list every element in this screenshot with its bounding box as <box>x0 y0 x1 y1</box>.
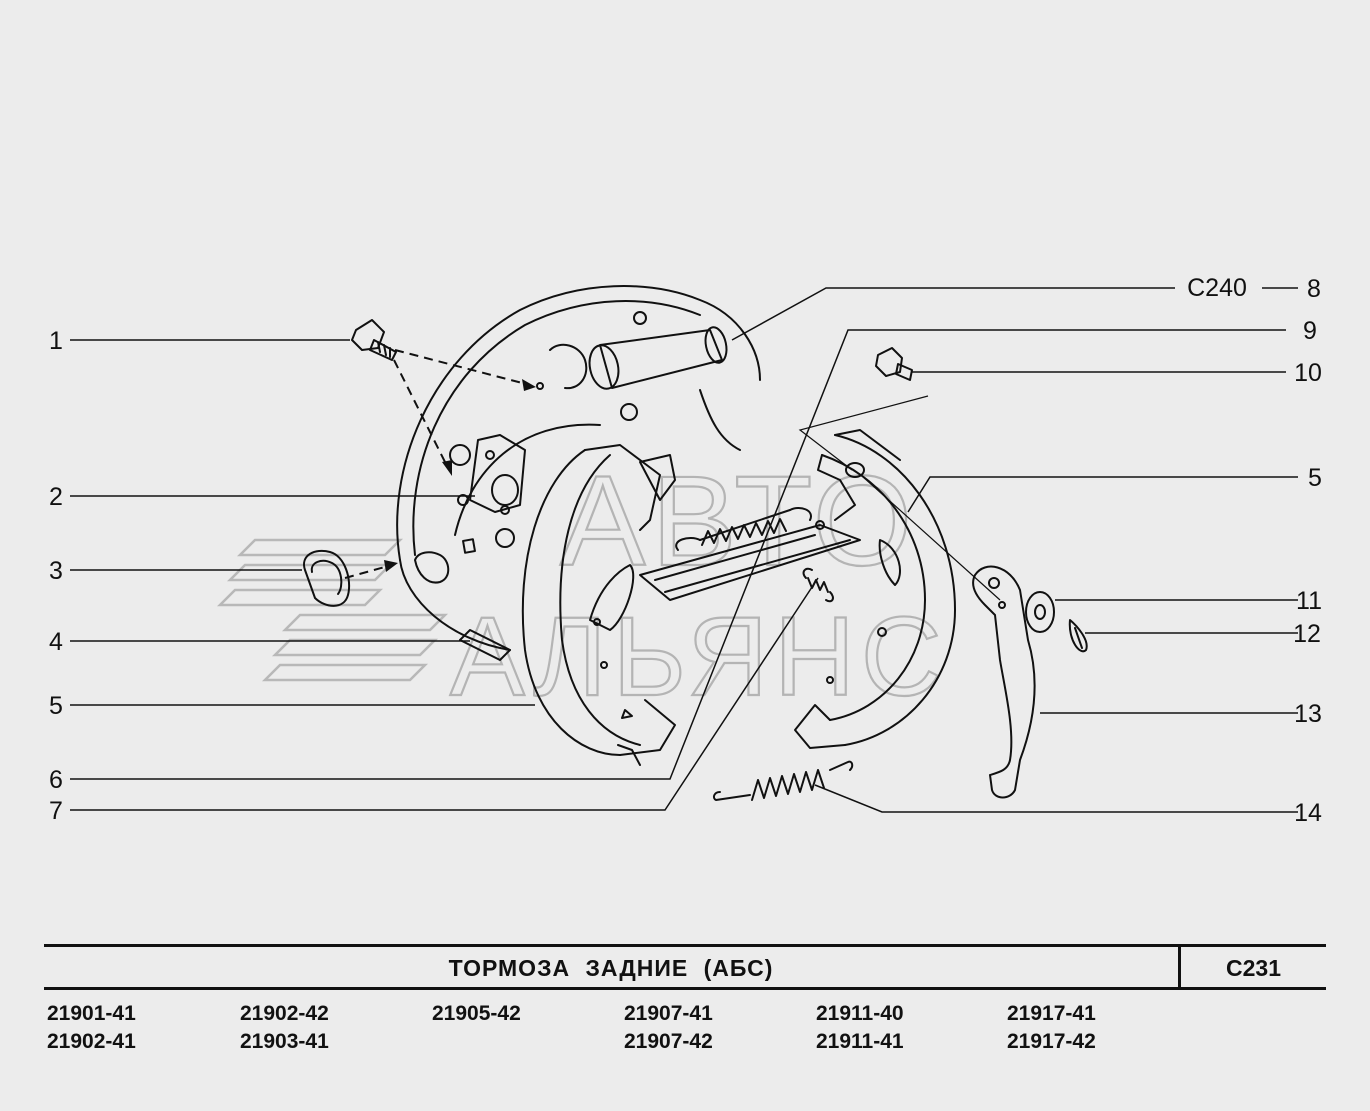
watermark-line1: АВТО <box>560 450 918 593</box>
small-spring <box>802 567 834 603</box>
watermark-emblem <box>216 538 449 682</box>
spacer-bar <box>639 520 861 601</box>
model-column: 21901-41 21902-41 <box>47 1000 227 1056</box>
callout-10: 10 <box>1294 359 1322 387</box>
lower-spring <box>712 760 854 801</box>
model-column: 21902-42 21903-41 <box>240 1000 420 1056</box>
arrow-head-3 <box>384 560 398 572</box>
model-column: 21905-42 <box>432 1000 612 1028</box>
sheet-code: С231 <box>1226 955 1281 981</box>
model-code: 21911-41 <box>816 1030 904 1053</box>
model-code: 21902-42 <box>240 1002 329 1025</box>
brake-shoe-left <box>521 444 676 766</box>
callouts-right: С240 8 9 10 5 11 12 13 14 <box>1187 274 1322 827</box>
model-code: 21902-41 <box>47 1030 136 1053</box>
model-list: 21901-41 21902-41 21902-42 21903-41 2190… <box>47 1000 1327 1060</box>
callout-8-ref: С240 <box>1187 274 1247 302</box>
model-code: 21911-40 <box>816 1002 904 1025</box>
title-divider <box>1178 947 1181 987</box>
brake-shoe-right <box>794 429 956 749</box>
cotter-pin <box>1068 619 1088 653</box>
bolt <box>351 319 397 361</box>
callout-1: 1 <box>49 327 63 355</box>
model-code: 21907-41 <box>624 1002 713 1025</box>
model-code: 21907-42 <box>624 1030 713 1053</box>
model-code: 21903-41 <box>240 1030 329 1053</box>
wheel-cylinder <box>536 311 728 421</box>
title-block: ТОРМОЗА ЗАДНИЕ (АБС) С231 <box>44 944 1326 990</box>
callout-11: 11 <box>1296 587 1322 615</box>
callout-9: 9 <box>1303 317 1317 345</box>
callout-7: 7 <box>49 797 63 825</box>
model-code: 21901-41 <box>47 1002 136 1025</box>
callout-12: 12 <box>1293 620 1321 648</box>
model-column: 21911-40 21911-41 <box>816 1000 996 1056</box>
callout-5-right: 5 <box>1308 464 1322 492</box>
watermark-line2: АЛЬЯНС <box>450 594 948 719</box>
arrow-head-1 <box>522 379 536 391</box>
callout-3: 3 <box>49 557 63 585</box>
model-column: 21907-41 21907-42 <box>624 1000 804 1056</box>
parking-lever <box>972 565 1036 799</box>
callout-14: 14 <box>1294 799 1322 827</box>
leader-lines <box>70 287 1298 813</box>
model-code: 21905-42 <box>432 1002 521 1025</box>
inspection-plug <box>303 550 350 607</box>
callouts-left: 1 2 3 4 5 6 7 <box>49 327 63 825</box>
model-column: 21917-41 21917-42 <box>1007 1000 1187 1056</box>
page-title: ТОРМОЗА ЗАДНИЕ (АБС) <box>448 955 774 981</box>
callout-5-left: 5 <box>49 692 63 720</box>
washer <box>1025 591 1055 633</box>
callout-13: 13 <box>1294 700 1322 728</box>
reference-lines <box>798 395 1001 601</box>
callout-8: 8 <box>1307 275 1321 303</box>
callout-6: 6 <box>49 766 63 794</box>
callout-4: 4 <box>49 628 63 656</box>
arrow-head-2 <box>442 460 452 476</box>
backing-plate <box>396 285 761 661</box>
callout-2: 2 <box>49 483 63 511</box>
brake-exploded-diagram: АВТО АЛЬЯНС <box>49 274 1322 827</box>
model-code: 21917-41 <box>1007 1002 1096 1025</box>
assembly-lines <box>344 349 531 579</box>
model-code: 21917-42 <box>1007 1030 1096 1053</box>
watermark-logo: АВТО АЛЬЯНС <box>216 449 948 720</box>
shoe-support <box>469 434 526 513</box>
pin <box>875 347 913 381</box>
